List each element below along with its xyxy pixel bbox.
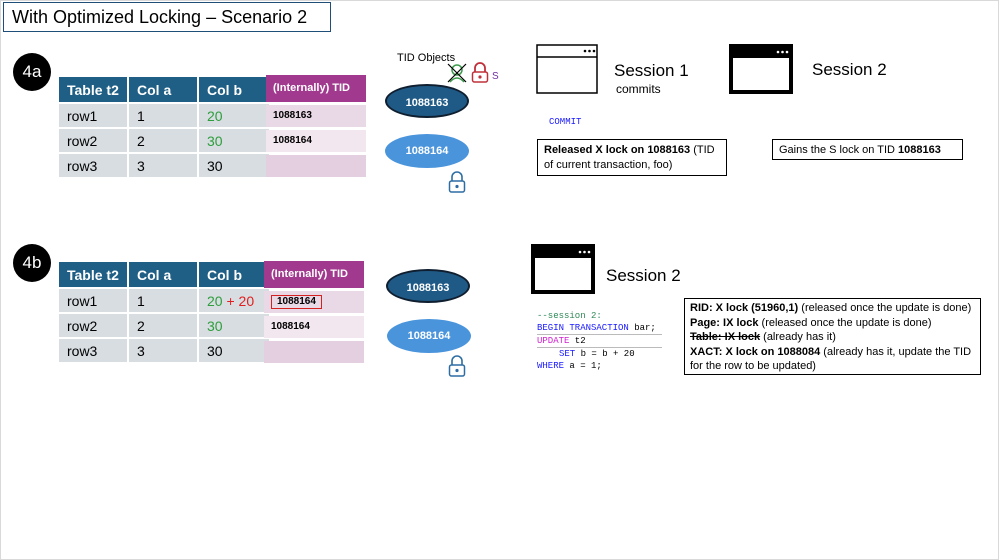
table-row: row2 2 30 xyxy=(59,129,269,152)
code-keyword: UPDATE xyxy=(537,336,570,346)
lock-icon xyxy=(448,355,466,377)
session1-window-icon xyxy=(536,44,598,94)
cell-b: 30 xyxy=(199,154,269,177)
table-t2-4a: Table t2 Col a Col b row1 1 20 row2 2 30… xyxy=(57,75,271,179)
code-line: --session 2: xyxy=(537,311,602,321)
col-header-b: Col b xyxy=(199,77,269,102)
table-row: row3 3 30 xyxy=(59,339,269,362)
tid-header: (Internally) TID xyxy=(264,261,364,288)
code-text: bar; xyxy=(628,323,656,333)
page-lock-label: Page: IX lock xyxy=(690,316,759,329)
cell-b-increment: + 20 xyxy=(222,292,255,309)
cell-b: 30 xyxy=(199,314,269,337)
table-lock-label: Table: IX lock xyxy=(690,331,761,343)
col-header-a: Col a xyxy=(129,77,197,102)
tid-cell xyxy=(264,341,364,363)
code-line: BEGIN TRANSACTION bar; xyxy=(537,322,662,334)
code-text: t2 xyxy=(569,336,586,346)
table-t2-4b: Table t2 Col a Col b row1 1 20 + 20 row2… xyxy=(57,260,271,364)
lock-icon xyxy=(448,171,466,193)
gain-lock-note: Gains the S lock on TID 1088163 xyxy=(772,139,963,160)
col-header-a: Col a xyxy=(129,262,197,287)
release-note-bold: Released X lock on 1088163 xyxy=(544,144,691,156)
gain-lock-text: Gains the S lock on TID xyxy=(779,144,899,156)
slide-title: With Optimized Locking – Scenario 2 xyxy=(3,2,331,32)
cell-b-old: 20 xyxy=(207,292,223,309)
session1-title: Session 1 xyxy=(614,61,689,80)
cell-a: 1 xyxy=(129,289,197,312)
page-lock-text: (released once the update is done) xyxy=(758,316,932,329)
tid-cell: 1088163 xyxy=(266,105,366,127)
code-line: SET b = b + 20 xyxy=(537,348,662,360)
col-header-table: Table t2 xyxy=(59,262,127,287)
session2-window-icon xyxy=(531,244,595,294)
tid-cell: 1088164 xyxy=(264,291,364,313)
table-row: row1 1 20 + 20 xyxy=(59,289,269,312)
xact-lock-line: XACT: X lock on 1088084 (already has it,… xyxy=(690,345,975,374)
row-name: row1 xyxy=(59,104,127,127)
table-row: row1 1 20 xyxy=(59,104,269,127)
col-header-b: Col b xyxy=(199,262,269,287)
row-name: row3 xyxy=(59,154,127,177)
xact-lock-label: XACT: X lock on 1088084 xyxy=(690,345,821,358)
cell-a: 3 xyxy=(129,339,197,362)
tid-object-ellipse: 1088164 xyxy=(387,319,471,353)
page-lock-line: Page: IX lock (released once the update … xyxy=(690,316,975,331)
tid-header: (Internally) TID xyxy=(266,75,366,102)
code-line: WHERE a = 1; xyxy=(537,360,662,372)
cell-b: 20 xyxy=(199,104,269,127)
row-name: row2 xyxy=(59,129,127,152)
cell-b: 30 xyxy=(199,339,269,362)
tid-objects-label: TID Objects xyxy=(397,52,456,64)
table-row: row2 2 30 xyxy=(59,314,269,337)
session2-code-block: --session 2: BEGIN TRANSACTION bar; UPDA… xyxy=(537,310,662,372)
lock-icon xyxy=(471,62,489,83)
tid-updated-value: 1088164 xyxy=(271,295,322,309)
table-lock-line: Table: IX lock (already has it) xyxy=(690,330,975,345)
lock-details-box: RID: X lock (51960,1) (released once the… xyxy=(684,298,981,375)
code-keyword: SET xyxy=(559,349,576,359)
tid-cell: 1088164 xyxy=(264,316,364,338)
session2-title: Session 2 xyxy=(812,60,887,79)
step-4b-badge: 4b xyxy=(13,244,51,282)
cell-a: 1 xyxy=(129,104,197,127)
release-note: Released X lock on 1088163 (TID of curre… xyxy=(537,139,727,176)
shared-lock-label: S xyxy=(492,71,499,82)
row-name: row1 xyxy=(59,289,127,312)
gain-lock-bold: 1088163 xyxy=(898,144,941,156)
code-line: UPDATE t2 xyxy=(537,334,662,348)
code-keyword: WHERE xyxy=(537,361,565,371)
code-text: b = b + 20 xyxy=(575,349,635,359)
cell-a: 3 xyxy=(129,154,197,177)
xact-lock-text: (already has it, update the TID for the … xyxy=(690,345,972,373)
tid-object-ellipse: 1088164 xyxy=(385,134,469,168)
tid-object-ellipse: 1088163 xyxy=(385,84,469,118)
released-lock-icon xyxy=(447,63,467,83)
row-name: row2 xyxy=(59,314,127,337)
commit-code: COMMIT xyxy=(549,117,582,127)
tid-object-ellipse: 1088163 xyxy=(386,269,470,303)
cell-a: 2 xyxy=(129,129,197,152)
rid-lock-label: RID: X lock (51960,1) xyxy=(690,302,799,314)
rid-lock-text: (released once the update is done) xyxy=(798,302,972,314)
tid-cell: 1088164 xyxy=(266,130,366,152)
code-text: a = 1; xyxy=(564,361,602,371)
session1-status: commits xyxy=(616,82,661,96)
table-row: row3 3 30 xyxy=(59,154,269,177)
col-header-table: Table t2 xyxy=(59,77,127,102)
session2-title-4b: Session 2 xyxy=(606,266,681,285)
tid-column-4b: (Internally) TID 1088164 1088164 xyxy=(264,261,364,363)
session2-window-icon xyxy=(729,44,793,94)
tid-column-4a: (Internally) TID 1088163 1088164 xyxy=(266,75,366,177)
step-4a-badge: 4a xyxy=(13,53,51,91)
release-note-text: (TID of current transaction, foo) xyxy=(544,144,715,171)
rid-lock-line: RID: X lock (51960,1) (released once the… xyxy=(690,301,975,316)
cell-b: 30 xyxy=(199,129,269,152)
code-keyword: BEGIN TRANSACTION xyxy=(537,323,629,333)
cell-a: 2 xyxy=(129,314,197,337)
cell-b: 20 + 20 xyxy=(199,289,269,312)
row-name: row3 xyxy=(59,339,127,362)
table-lock-text: (already has it) xyxy=(760,331,836,343)
tid-cell xyxy=(266,155,366,177)
